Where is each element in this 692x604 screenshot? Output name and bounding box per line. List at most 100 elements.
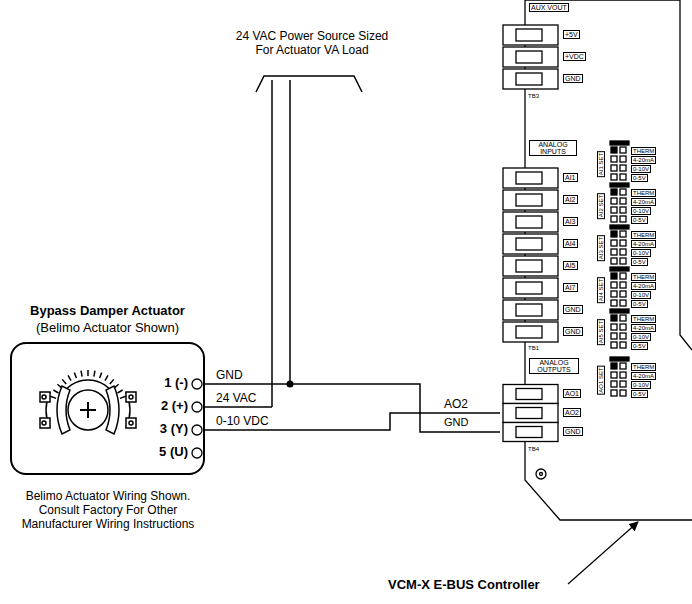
dial-tick [120, 396, 126, 398]
jumper-pin [620, 258, 626, 264]
jumper-option: 0-10V [631, 333, 651, 341]
block-id: TB3 [528, 93, 539, 100]
terminal [503, 190, 558, 210]
jumper-pin [611, 291, 617, 297]
board-outline [500, 0, 692, 604]
terminal [503, 278, 558, 298]
jumper-pin [611, 342, 617, 348]
leader-arrow [568, 522, 638, 584]
jumper-pin [620, 363, 626, 369]
power-note: 24 VAC Power Source Sized For Actuator V… [226, 30, 398, 58]
jumper-pin [620, 165, 626, 171]
pin-terminals [192, 379, 202, 458]
dial-tick [105, 375, 108, 380]
terminal [503, 234, 558, 254]
pin-label: 2 (+) [161, 399, 188, 414]
terminal-label: GND [563, 74, 583, 83]
jumper-pin [611, 324, 617, 330]
jumper-option: 0-10V [631, 291, 651, 299]
block-header: AUX VOUT [529, 3, 569, 12]
terminal [503, 423, 558, 442]
terminal-screw [516, 216, 542, 228]
controller-board: VCM-X E-BUS Controller [500, 0, 692, 604]
jumper-option: 0-10V [631, 207, 651, 215]
dial-tick [68, 375, 71, 380]
jumper-option: THERM [631, 363, 656, 371]
jumper-pin [611, 372, 617, 378]
jumper-pin [611, 300, 617, 306]
jumper-pin [620, 207, 626, 213]
power-wire [271, 80, 273, 407]
supply-wire [205, 406, 272, 408]
terminal-label: AI2 [563, 195, 578, 204]
block-header: ANALOG OUTPUTS [529, 358, 579, 374]
jumper-pin [620, 381, 626, 387]
jumper-option: THERM [631, 231, 656, 239]
jumper-pin [611, 189, 617, 195]
dial-tick [81, 371, 82, 377]
terminal [503, 25, 558, 45]
terminal [503, 256, 558, 276]
wiring-note: Belimo Actuator Wiring Shown. Consult Fa… [16, 490, 201, 531]
jumper-option: 4-20mA [631, 282, 656, 290]
pin-label: 5 (U) [159, 445, 188, 460]
terminal-screw [516, 51, 542, 63]
jumper-name: AI4 SET [597, 277, 605, 303]
jumper-option: 0-10V [631, 249, 651, 257]
terminal [503, 47, 558, 67]
block-header: ANALOG INPUTS [529, 140, 577, 156]
pin-label: 3 (Y) [160, 422, 188, 437]
terminal-label: AI5 [563, 261, 578, 270]
terminal-screw [516, 172, 542, 184]
jumper-pin [620, 324, 626, 330]
jumper-header [610, 183, 629, 187]
jumper-pin [620, 372, 626, 378]
jumper-pin [620, 189, 626, 195]
jumper-header [610, 357, 629, 361]
dial-tick [94, 371, 95, 377]
jumper-pin [611, 240, 617, 246]
terminal-label: AO2 [563, 408, 581, 417]
jumper-name: AO1 SET [597, 365, 605, 394]
terminal-screw [516, 238, 542, 250]
jumper-pin [611, 258, 617, 264]
jumper-pin [611, 207, 617, 213]
jumper-pin [620, 216, 626, 222]
jumper-option: THERM [631, 147, 656, 155]
terminal [503, 168, 558, 188]
terminal-label: GND [563, 327, 583, 336]
jumper-header [610, 225, 629, 229]
terminal [503, 404, 558, 423]
terminal-label: GND [563, 427, 583, 436]
terminal-label: GND [563, 305, 583, 314]
jumper-option: 4-20mA [631, 324, 656, 332]
jumper-option: 0-5V [631, 258, 648, 266]
jumper-pin [611, 381, 617, 387]
jumper-pin [620, 291, 626, 297]
jumper-pin [620, 147, 626, 153]
dial-tick [62, 379, 66, 384]
terminal [503, 300, 558, 320]
terminal-screw [516, 73, 542, 85]
power-wire [289, 80, 291, 384]
terminal-screw [516, 194, 542, 206]
jumper-pin [620, 156, 626, 162]
terminal-screw [516, 326, 542, 338]
terminal-screw [516, 389, 542, 400]
signal-wire [205, 384, 500, 432]
jumper-option: 0-10V [631, 381, 651, 389]
node-title: Bypass Damper Actuator [10, 304, 205, 319]
jumper-pin [611, 282, 617, 288]
block-id: TB4 [528, 446, 539, 453]
jumper-option: 4-20mA [631, 198, 656, 206]
jumper-pin [620, 282, 626, 288]
terminal-screw [516, 260, 542, 272]
terminal [503, 322, 558, 342]
terminal-screw [516, 427, 542, 438]
jumper-pin [620, 273, 626, 279]
dial-tick [117, 390, 122, 393]
terminal [503, 69, 558, 89]
jumper-name: AI2 SET [597, 193, 605, 219]
jumper-pin [611, 198, 617, 204]
actuator-illustration [40, 370, 136, 434]
